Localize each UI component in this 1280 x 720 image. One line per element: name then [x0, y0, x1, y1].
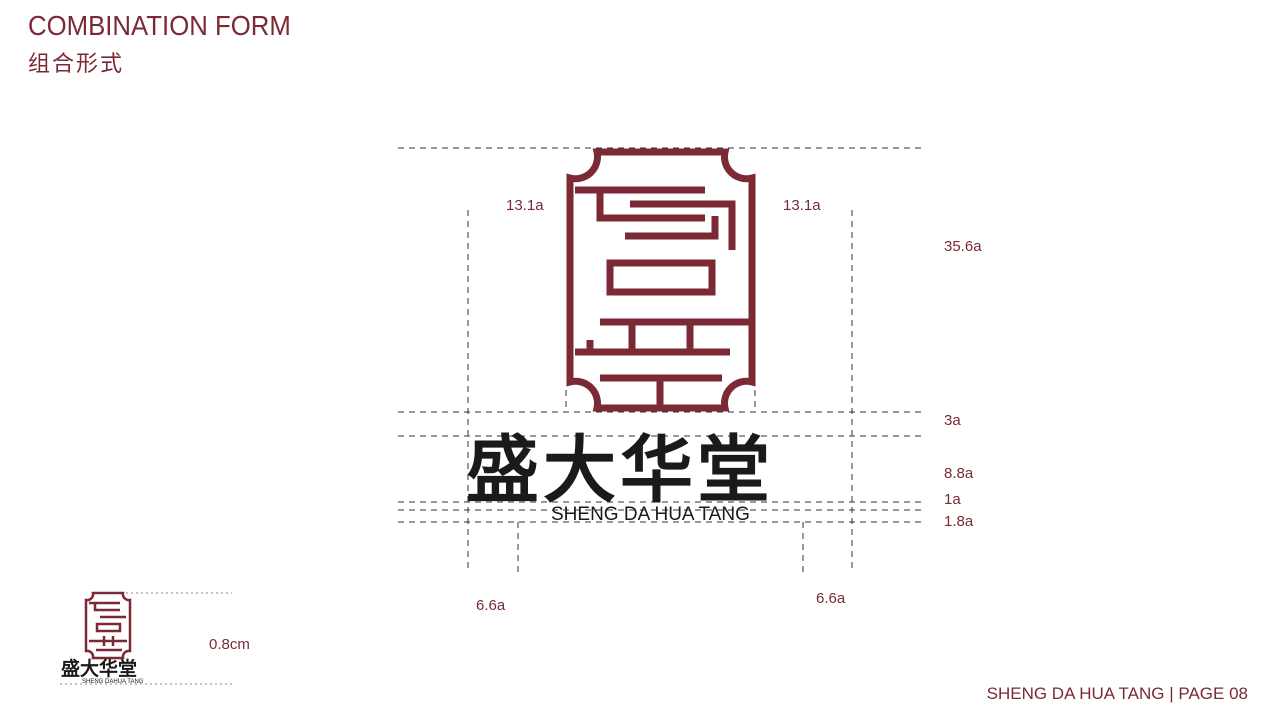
- page-title: COMBINATION FORM: [28, 10, 291, 41]
- guide-lines: [398, 147, 922, 572]
- small-wordmark-cn: 盛大华堂: [61, 658, 138, 680]
- wordmark-cn: 盛大华堂: [466, 428, 774, 513]
- small-emblem-logo: [84, 591, 132, 660]
- page-footer: SHENG DA HUA TANG | PAGE 08: [986, 684, 1248, 703]
- dim-wordmark-height: 8.8a: [944, 465, 974, 482]
- dim-en-height: 1.8a: [944, 513, 974, 530]
- dim-left-width: 13.1a: [506, 197, 544, 214]
- small-guide-lines: [60, 592, 232, 685]
- dim-right-width: 13.1a: [783, 197, 821, 214]
- small-wordmark-en: SHENG DAHUA TANG: [82, 679, 144, 685]
- dim-min-size: 0.8cm: [209, 636, 250, 653]
- dim-right-margin: 6.6a: [816, 590, 846, 607]
- dim-total-height: 35.6a: [944, 238, 982, 255]
- dim-gap: 3a: [944, 412, 961, 429]
- dim-left-margin: 6.6a: [476, 597, 506, 614]
- emblem-logo: [566, 148, 756, 412]
- dim-spacing: 1a: [944, 491, 961, 508]
- page-subtitle: 组合形式: [28, 52, 125, 77]
- wordmark-en: SHENG DA HUA TANG: [551, 504, 750, 525]
